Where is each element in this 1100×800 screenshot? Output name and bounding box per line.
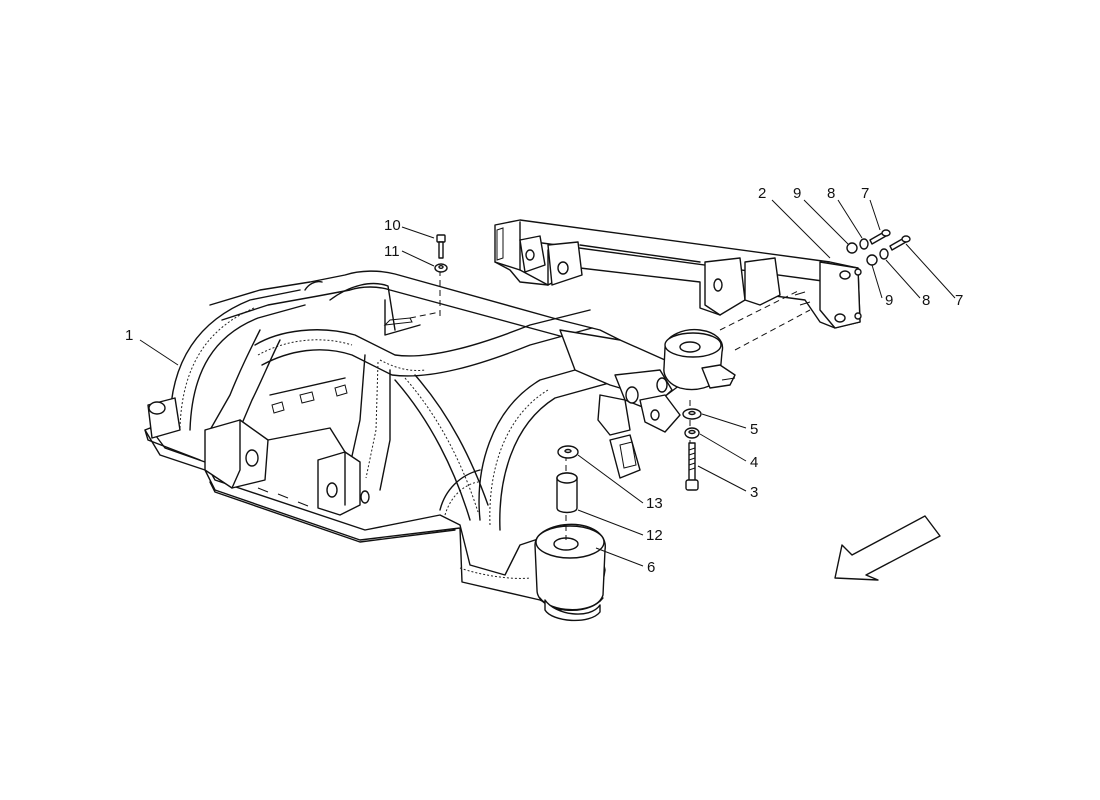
- upper-right-bushing-mount: [663, 328, 736, 391]
- callout-2: 2: [758, 185, 766, 202]
- callout-13: 13: [646, 495, 663, 512]
- fasteners: [434, 229, 911, 514]
- callout-9-bottom: 9: [885, 292, 893, 309]
- nut-9-upper: [846, 242, 858, 254]
- subframe-assembly: [144, 270, 681, 622]
- callout-7-top: 7: [861, 185, 869, 202]
- nut-9-lower: [866, 254, 878, 266]
- rear-crossmember: [494, 219, 862, 329]
- washer-4: [684, 427, 700, 439]
- callout-4: 4: [750, 454, 758, 471]
- washer-5: [682, 408, 702, 420]
- callout-6: 6: [647, 559, 655, 576]
- callout-8-top: 8: [827, 185, 835, 202]
- callout-10: 10: [384, 217, 401, 234]
- callout-labels: 1 2 3 4 5 6 7 7 8 8 9 9 10 11 12 13: [125, 185, 963, 576]
- spacer-12: [556, 472, 578, 514]
- bolt-7-lower: [889, 235, 911, 251]
- bolt-3: [685, 442, 699, 491]
- callout-3: 3: [750, 484, 758, 501]
- callout-7-bottom: 7: [955, 292, 963, 309]
- callout-1: 1: [125, 327, 133, 344]
- callout-8-bottom: 8: [922, 292, 930, 309]
- callout-9-top: 9: [793, 185, 801, 202]
- callout-12: 12: [646, 527, 663, 544]
- arrow-down-left-icon: [834, 515, 941, 581]
- washer-13: [557, 445, 579, 459]
- washer-11: [434, 263, 448, 273]
- washer-8-upper: [859, 238, 869, 250]
- bolt-10: [436, 234, 446, 259]
- callout-5: 5: [750, 421, 758, 438]
- washer-8-lower: [879, 248, 889, 260]
- leader-lines: [139, 199, 956, 567]
- bolt-7-upper: [869, 229, 891, 245]
- callout-11: 11: [384, 243, 400, 260]
